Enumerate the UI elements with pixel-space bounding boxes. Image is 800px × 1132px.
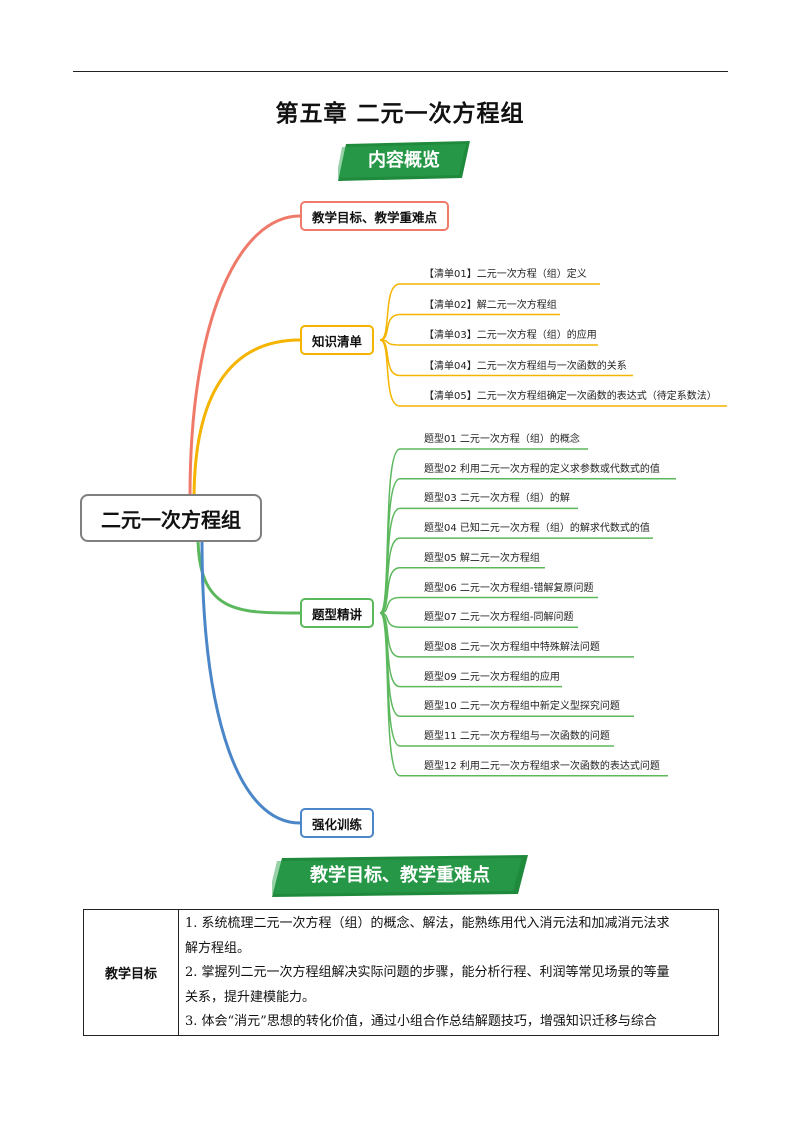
leaf-item: 题型02 利用二元一次方程的定义求参数或代数式的值	[424, 463, 660, 475]
leaf-connector	[379, 596, 598, 614]
goal-line: 2. 掌握列二元一次方程组解决实际问题的步骤，能分析行程、利润等常见场景的等量	[185, 965, 670, 980]
goal-line: 关系，提升建模能力。	[185, 989, 316, 1005]
leaf-connector	[379, 283, 600, 341]
goal-line: 解方程组。	[185, 940, 251, 956]
leaf-item: 题型11 二元一次方程组与一次函数的问题	[424, 731, 610, 742]
branch-connector	[192, 338, 301, 501]
branch-node: 知识清单	[300, 325, 375, 355]
leaf-item: 【清单04】二元一次方程组与一次函数的关系	[424, 360, 627, 372]
leaf-connector	[379, 612, 668, 777]
leaf-item: 题型06 二元一次方程组-错解复原问题	[424, 582, 594, 594]
branch-node: 强化训练	[300, 808, 375, 838]
mind-map	[188, 214, 727, 825]
overview-banner-label: 内容概览	[368, 150, 440, 171]
leaf-item: 题型08 二元一次方程组中特殊解法问题	[424, 641, 600, 653]
leaf-item: 题型03 二元一次方程（组）的解	[424, 493, 570, 505]
goal-line: 1. 系统梳理二元一次方程（组）的概念、解法，能熟练用代入消元法和加减消元法求	[185, 916, 670, 931]
leaf-item: 题型04 已知二元一次方程（组）的解求代数式的值	[424, 523, 650, 535]
goals-banner: 教学目标、教学重难点	[272, 855, 528, 897]
branch-connector	[188, 214, 301, 497]
leaf-connector	[379, 313, 560, 341]
leaf-item: 题型12 利用二元一次方程组求一次函数的表达式问题	[424, 760, 660, 772]
overview-banner-shape	[338, 141, 470, 181]
branch-node: 教学目标、教学重难点	[300, 201, 450, 231]
leaf-item: 题型09 二元一次方程组的应用	[424, 671, 560, 683]
goal-line: 3. 体会“消元”思想的转化价值，通过小组合作总结解题技巧，增强知识迁移与综合	[185, 1014, 657, 1029]
header-rule	[73, 71, 728, 72]
goals-banner-shape	[272, 855, 528, 897]
branch-node: 题型精讲	[300, 598, 375, 628]
leaf-connector	[379, 537, 653, 614]
leaf-item: 题型05 解二元一次方程组	[424, 552, 540, 564]
leaf-item: 题型07 二元一次方程组-同解问题	[424, 612, 574, 624]
leaf-item: 【清单01】二元一次方程（组）定义	[424, 269, 587, 280]
leaf-item: 题型01 二元一次方程（组）的概念	[424, 434, 580, 445]
leaf-item: 题型10 二元一次方程组中新定义型探究问题	[424, 701, 620, 713]
leaf-item: 【清单02】解二元一次方程组	[424, 299, 557, 311]
leaf-connector	[379, 567, 545, 614]
leaf-connector	[379, 339, 727, 407]
overview-banner: 内容概览	[338, 141, 470, 181]
goals-content: 1. 系统梳理二元一次方程（组）的概念、解法，能熟练用代入消元法和加减消元法求 …	[178, 909, 719, 1036]
mindmap-root: 二元一次方程组	[80, 494, 262, 542]
goals-table: 教学目标 1. 系统梳理二元一次方程（组）的概念、解法，能熟练用代入消元法和加减…	[83, 909, 719, 1036]
chapter-title: 第五章 二元一次方程组	[275, 101, 525, 127]
branch-connector	[196, 535, 301, 615]
goals-banner-label: 教学目标、教学重难点	[310, 865, 490, 886]
branch-connector	[200, 539, 301, 825]
leaf-item: 【清单05】二元一次方程组确定一次函数的表达式（待定系数法）	[424, 391, 717, 402]
goals-row: 教学目标 1. 系统梳理二元一次方程（组）的概念、解法，能熟练用代入消元法和加减…	[83, 909, 719, 1036]
leaf-item: 【清单03】二元一次方程（组）的应用	[424, 330, 597, 341]
goals-label: 教学目标	[83, 909, 179, 1036]
